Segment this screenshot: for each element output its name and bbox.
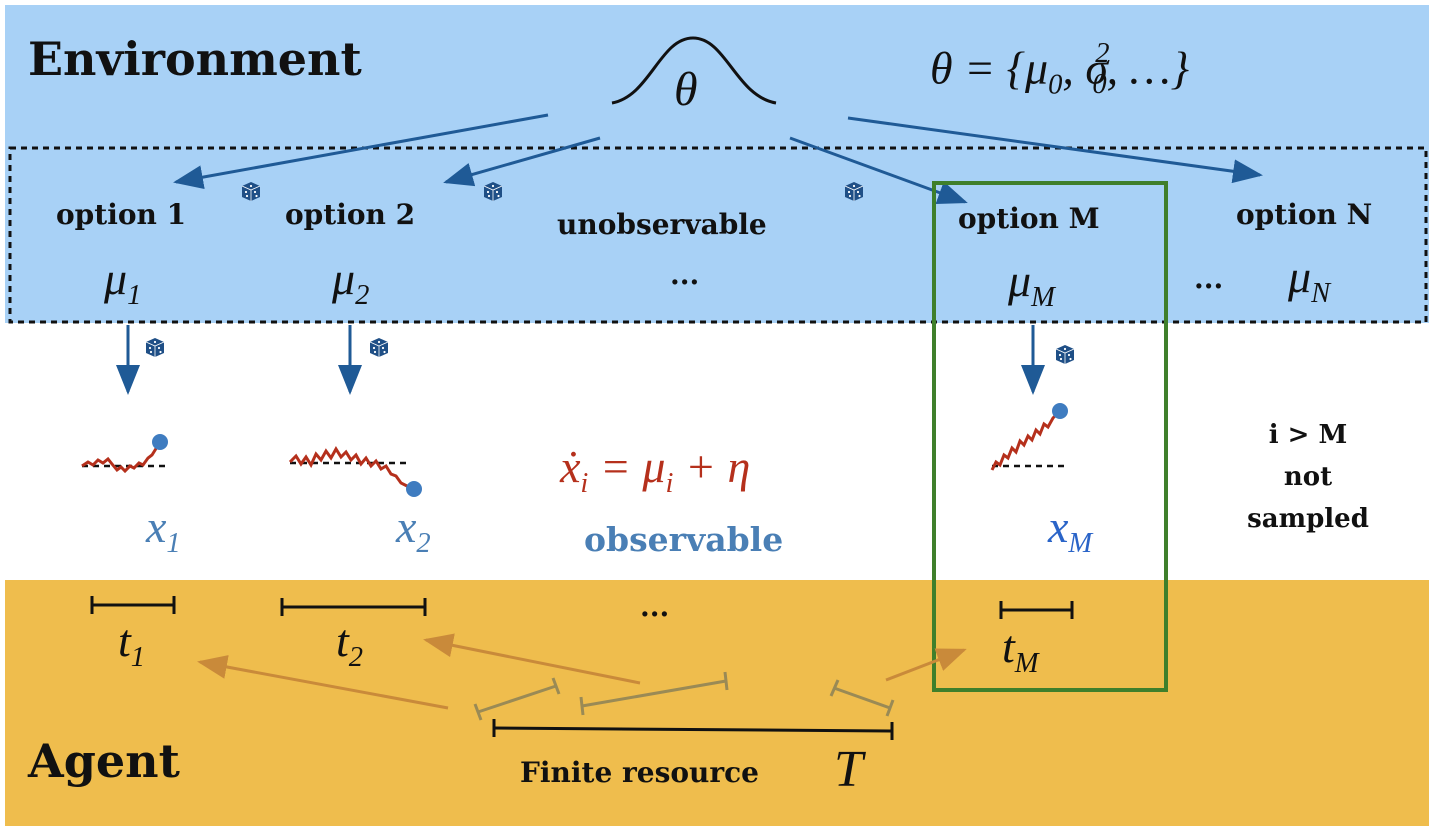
arrow-theta-to-option-1 [173, 113, 549, 190]
ellipsis-between-options: ... [1194, 262, 1224, 295]
trace-endpoint-option-m [1052, 403, 1068, 419]
dice-icon [145, 337, 165, 358]
allocation-t1: t1 [118, 615, 146, 673]
interval-t2 [280, 598, 427, 616]
arrow-allocate-t2 [423, 633, 641, 685]
selected-options-box [932, 181, 1168, 692]
allocation-t2: t2 [336, 615, 364, 673]
arrow-theta-to-option-2 [443, 136, 601, 187]
option-2-mean: μ2 [332, 253, 370, 311]
environment-title: Environment [28, 32, 362, 86]
agent-region [5, 580, 1429, 826]
resource-symbol: T [834, 741, 863, 798]
unobservable-ellipsis: ... [670, 258, 700, 291]
option-2-label: option 2 [285, 198, 416, 231]
option-m-mean: μM [1008, 255, 1055, 313]
allocation-ellipsis: ... [640, 590, 670, 623]
prior-parameters: θ = {μ0, σ20, …} [930, 38, 1189, 101]
dynamics-equation: ẋi = μi + η [560, 441, 751, 499]
resource-label: Finite resource [520, 756, 759, 789]
environment-region [5, 5, 1429, 323]
observation-x1: x1 [146, 501, 181, 559]
arrow-allocate-tm [885, 648, 967, 682]
option-n-mean: μN [1288, 251, 1331, 309]
theta-symbol: θ [674, 63, 698, 116]
trace-option-1 [81, 441, 162, 474]
interval-tm [999, 601, 1074, 619]
option-1-mean: μ1 [104, 253, 142, 311]
agent-title: Agent [28, 734, 180, 788]
trace-option-2 [288, 446, 413, 491]
option-1-label: option 1 [56, 198, 187, 231]
options-band-border [8, 146, 1428, 324]
allocation-tm: tM [1002, 621, 1039, 679]
allocated-segment [579, 671, 729, 716]
arrow-theta-to-option-n [847, 116, 1263, 184]
trace-endpoint-option-2 [406, 481, 422, 497]
trace-endpoint-option-1 [152, 434, 168, 450]
observable-label: observable [584, 520, 784, 559]
allocated-segment [829, 679, 895, 717]
option-m-label: option M [958, 202, 1100, 235]
dice-icon [1055, 344, 1075, 365]
observation-xm: xM [1048, 501, 1093, 559]
not-sampled-note: i > M not sampled [1247, 420, 1369, 534]
dice-icon [241, 181, 261, 202]
interval-t1 [90, 596, 176, 614]
dice-icon [369, 337, 389, 358]
gaussian-curve [611, 36, 777, 105]
allocated-segment [473, 677, 561, 721]
dice-icon [844, 181, 864, 202]
trace-option-m [990, 409, 1062, 471]
unobservable-label: unobservable [557, 208, 767, 241]
dice-icon [483, 181, 503, 202]
observation-x2: x2 [396, 501, 431, 559]
interval-total-resource [492, 719, 894, 740]
arrow-allocate-t1 [197, 655, 449, 710]
option-n-label: option N [1236, 198, 1373, 231]
